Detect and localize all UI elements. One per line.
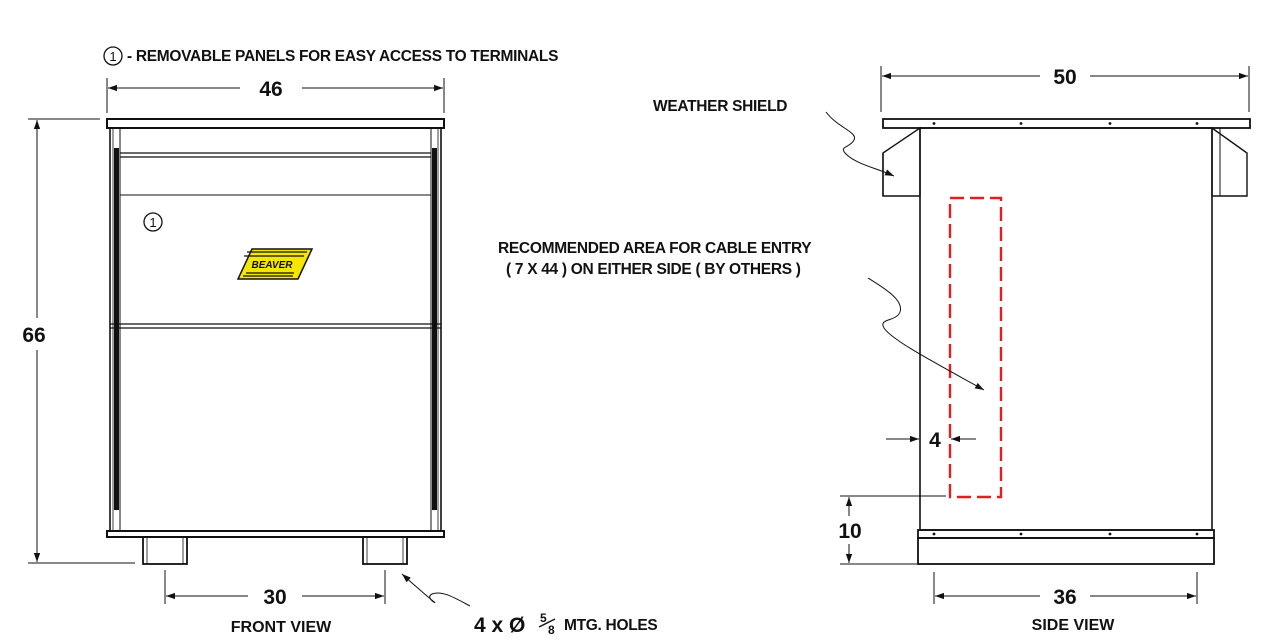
side-elevation-value: 10 <box>838 520 861 543</box>
front-height-value: 66 <box>22 324 45 347</box>
weather-shield-note: WEATHER SHIELD <box>653 98 895 177</box>
side-view: 50 WEATHER SHIELD <box>498 66 1251 634</box>
mounting-holes-fraction-denominator: 8 <box>548 623 555 637</box>
side-view-title: SIDE VIEW <box>1032 617 1116 634</box>
note-marker-number: 1 <box>109 49 116 64</box>
front-view: 46 66 <box>22 78 658 637</box>
side-enclosure <box>917 127 1215 565</box>
mounting-holes-prefix: 4 x Ø <box>474 614 525 637</box>
weather-shield <box>882 118 1251 197</box>
side-base-value: 36 <box>1053 586 1076 609</box>
weather-shield-text: WEATHER SHIELD <box>653 98 787 115</box>
mounting-holes-fraction-numerator: 5 <box>540 611 547 625</box>
side-width-value: 50 <box>1053 66 1076 89</box>
front-base-value: 30 <box>263 586 286 609</box>
side-width-dimension: 50 <box>880 66 1250 112</box>
panel-marker-number: 1 <box>149 215 156 230</box>
mounting-holes-suffix: MTG. HOLES <box>564 617 657 634</box>
front-height-dimension: 66 <box>22 118 135 564</box>
removable-panels-note: 1 - REMOVABLE PANELS FOR EASY ACCESS TO … <box>103 46 558 66</box>
front-enclosure <box>106 118 445 538</box>
cable-entry-zone <box>948 196 1003 499</box>
removable-panels-text: - REMOVABLE PANELS FOR EASY ACCESS TO TE… <box>127 48 558 65</box>
front-view-title: FRONT VIEW <box>231 619 332 636</box>
panel-marker: 1 <box>143 212 163 232</box>
front-width-value: 46 <box>259 78 282 101</box>
front-width-dimension: 46 <box>106 78 445 113</box>
cable-entry-line1: RECOMMENDED AREA FOR CABLE ENTRY <box>498 240 812 257</box>
side-elevation-dimension: 10 <box>838 495 946 565</box>
side-offset-value: 4 <box>929 429 941 452</box>
mounting-holes-note: 4 x Ø 5 8 MTG. HOLES <box>401 573 658 637</box>
cable-entry-note: RECOMMENDED AREA FOR CABLE ENTRY ( 7 X 4… <box>498 240 985 391</box>
side-offset-dimension: 4 <box>886 429 976 452</box>
front-feet <box>142 536 408 565</box>
note-marker-circle <box>103 46 123 66</box>
logo-text: BEAVER <box>252 260 294 271</box>
cable-entry-line2: ( 7 X 44 ) ON EITHER SIDE ( BY OTHERS ) <box>506 261 801 278</box>
side-base-dimension: 36 <box>933 572 1198 609</box>
front-base-dimension: 30 <box>164 570 386 609</box>
beaver-logo: BEAVER <box>236 248 314 280</box>
